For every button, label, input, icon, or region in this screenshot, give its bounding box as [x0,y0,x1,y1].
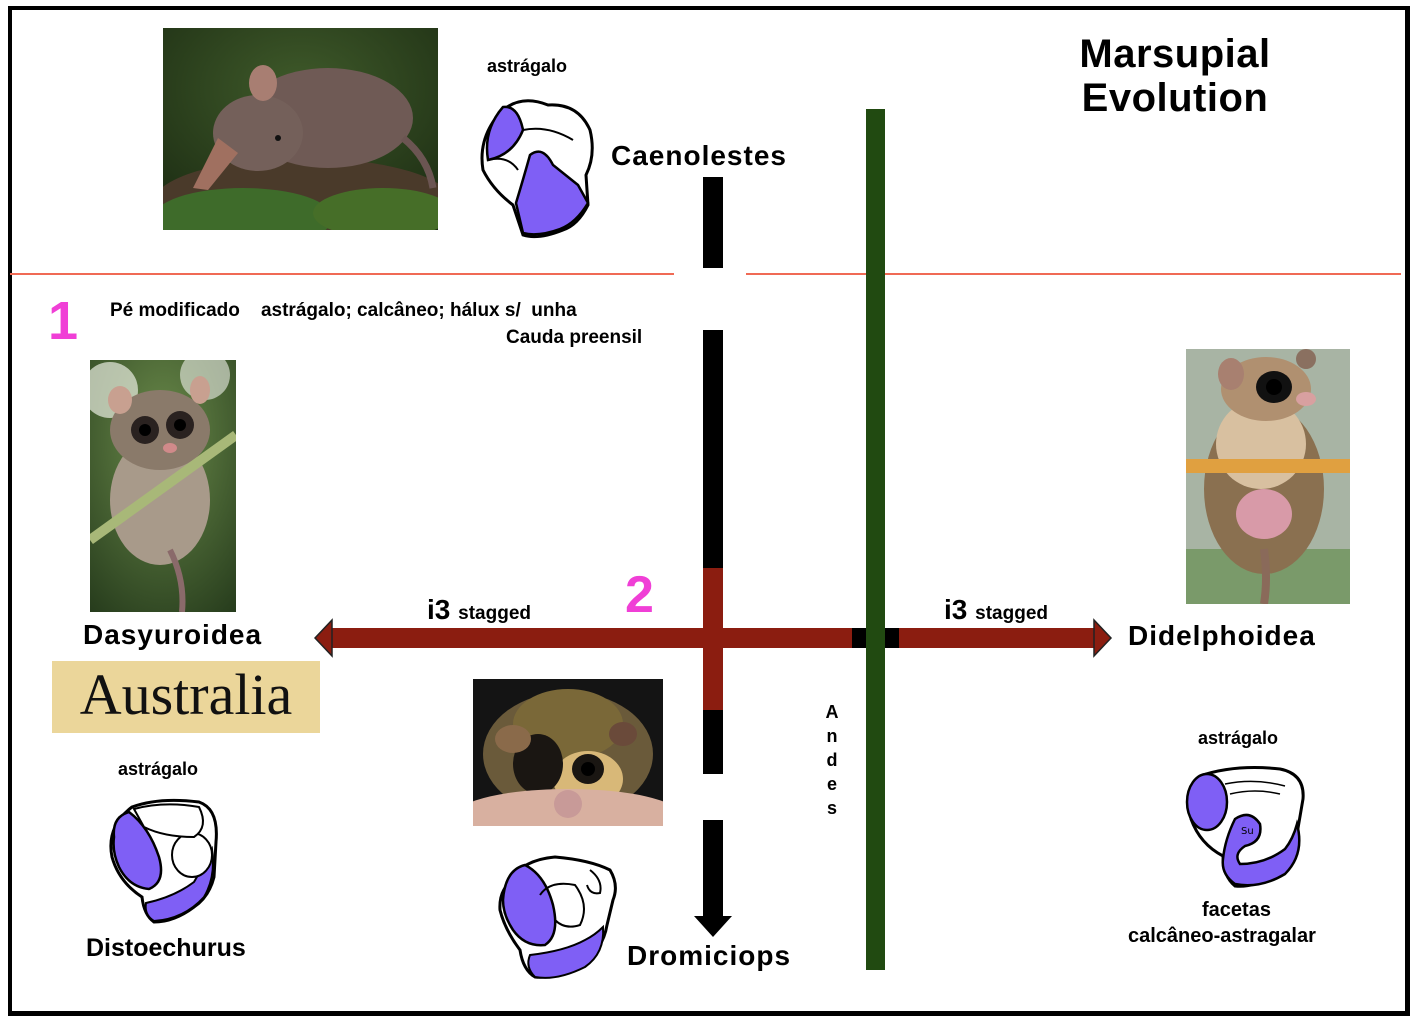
left-arrow-label-stagged: stagged [458,603,531,624]
node-2-marker: 2 [625,566,654,624]
andes-letter: d [826,750,838,770]
divider-line-right [746,273,1401,275]
distoechurus-astragalus-icon [104,797,220,925]
top-astragalo-label: astrágalo [487,56,568,76]
right-arrow-base [838,628,852,648]
dromiciops-photo [473,679,663,826]
right-arrow-icon [899,618,1113,660]
andes-letter: n [826,726,838,746]
down-arrow-icon [694,820,732,938]
didelphoidea-label: Didelphoidea [1128,620,1316,651]
andes-letter: A [825,702,839,722]
didelphoid-astragalus-icon: Su [1185,764,1307,890]
left-arrow-label: i3 stagged [427,594,531,626]
caenolestes-astragalus-icon [478,95,598,240]
distoechurus-label: Distoechurus [86,934,246,962]
arrow-andes-crossing-left [852,628,866,648]
dromiciops-label: Dromiciops [627,940,792,971]
left-astragalo-label: astrágalo [118,759,199,779]
left-arrow-label-i3: i3 [427,594,451,625]
dasyuroid-photo [90,360,236,612]
divider-line-left [10,273,674,275]
andes-letter: e [826,774,837,794]
title-line-1: Marsupial [1079,32,1271,76]
andes-letter: s [826,798,837,818]
node-1-traits-line-2: Cauda preensil [506,327,643,348]
dasyuroidea-label: Dasyuroidea [83,619,263,650]
andes-barrier-bar [866,109,885,970]
arrow-andes-crossing-right [885,628,899,648]
lineage-bar-middle [703,330,723,570]
lineage-bar-top [703,177,723,268]
right-arrow-label-i3: i3 [944,594,968,625]
node-1-marker: 1 [48,291,79,351]
didelphoid-photo [1186,349,1350,604]
left-arrow-icon [314,618,854,660]
node-1-traits-line-1: Pé modificado astrágalo; calcâneo; hálux… [110,300,577,321]
dromiciops-astragalus-icon [495,855,619,983]
right-astragalo-label: astrágalo [1198,728,1279,748]
andes-label: A n d e s [820,700,844,820]
right-arrow-label-stagged: stagged [975,603,1048,624]
title-line-2: Evolution [1081,76,1269,120]
page-title: Marsupial Evolution [1040,32,1310,120]
calcaneo-astragalar-label: calcâneo-astragalar [1128,925,1316,947]
right-arrow-label: i3 stagged [944,594,1048,626]
caenolestes-label: Caenolestes [611,140,787,171]
australia-region-label: Australia [52,661,320,733]
facetas-label: facetas [1202,899,1271,921]
facet-su-mark: Su [1241,826,1254,837]
lineage-bar-lower [703,710,723,774]
caenolestes-photo [163,28,438,230]
